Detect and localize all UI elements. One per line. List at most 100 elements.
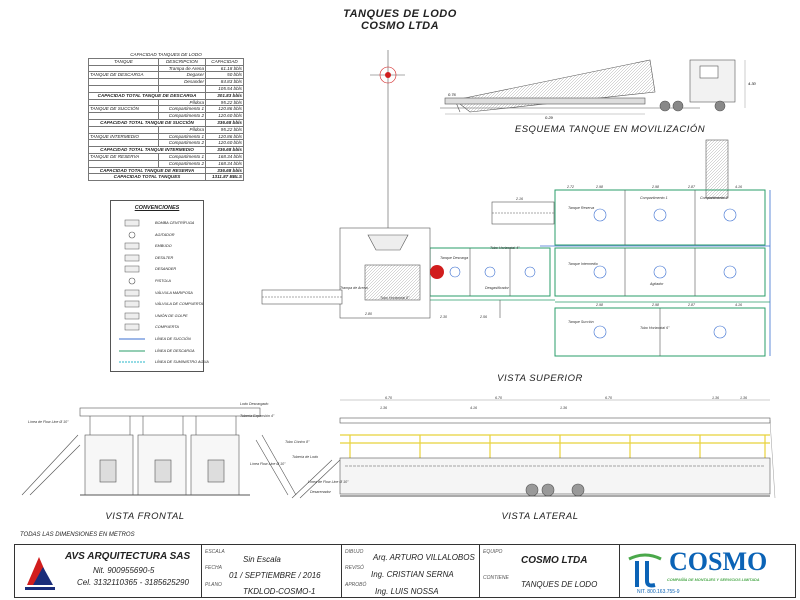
top-view bbox=[261, 139, 771, 357]
dimension-label: 2.98 bbox=[596, 303, 603, 307]
side-tank-body bbox=[339, 457, 771, 495]
dimension-label: 2.98 bbox=[652, 303, 659, 307]
label-date: FECHA bbox=[205, 565, 222, 571]
capacity-table: CAPACIDAD TANQUES DE LODO TANQUE DESCRIP… bbox=[87, 52, 244, 182]
approved-value: Ing. LUIS NOSSA bbox=[375, 587, 439, 596]
convention-item: AGITADOR bbox=[111, 231, 203, 241]
dimension-label: 2.56 bbox=[480, 315, 487, 319]
callout-label: Agitador bbox=[650, 282, 664, 286]
discharge-line bbox=[420, 299, 770, 303]
dim-transport-length: 0.29 bbox=[545, 115, 554, 120]
avs-logo-icon bbox=[25, 557, 55, 590]
convention-label: DESANDER bbox=[155, 267, 177, 272]
rotary-table-icon bbox=[385, 72, 391, 78]
company-name: AVS ARQUITECTURA SAS bbox=[65, 551, 191, 562]
dimension-label: 2.80 bbox=[365, 312, 372, 316]
cosmo-brand: COSMO bbox=[669, 547, 768, 576]
dimension-label: 2.87 bbox=[688, 185, 695, 189]
contains-value: TANQUES DE LODO bbox=[521, 580, 598, 589]
capacity-table-title: CAPACIDAD TANQUES DE LODO bbox=[130, 52, 202, 57]
label-plan: PLANO bbox=[205, 582, 222, 588]
convention-label: PISTOLA bbox=[155, 279, 171, 283]
dimension-label: 1.36 bbox=[560, 406, 567, 410]
convention-item: EMBUDO bbox=[111, 242, 203, 252]
convention-funnel-icon bbox=[124, 242, 140, 250]
reviewed-value: Ing. CRISTIAN SERNA bbox=[371, 570, 454, 579]
convention-item: BOMBA CENTRÍFUGA bbox=[111, 219, 203, 229]
callout-label: Línea de Flow Line Ø 10" bbox=[28, 420, 69, 424]
drew-value: Arq. ARTURO VILLALOBOS bbox=[373, 553, 475, 562]
convention-item: PISTOLA bbox=[111, 277, 203, 287]
center-mast bbox=[370, 50, 405, 230]
transport-scheme bbox=[440, 59, 746, 115]
dimension-label: 2.98 bbox=[652, 185, 659, 189]
convention-item: LÍNEA DE DESCARGA bbox=[111, 347, 203, 357]
callout-label: Tubo Horizontal 6" bbox=[640, 326, 670, 330]
callout-label: Desgasificador bbox=[485, 286, 509, 290]
side-wheel bbox=[525, 483, 539, 497]
front-view bbox=[21, 407, 297, 496]
dimension-label: 2.98 bbox=[596, 185, 603, 189]
tank-intermediate bbox=[554, 247, 766, 297]
convention-discharge-icon bbox=[119, 350, 145, 352]
callout-label: Tanque Succión bbox=[568, 320, 594, 324]
convention-item: UNIÓN DE GOLPE bbox=[111, 312, 203, 322]
convention-label: LÍNEA DE DESCARGA bbox=[155, 348, 195, 353]
dimension-label: 4.16 bbox=[735, 185, 742, 189]
cosmo-brand-sub: COMPAÑÍA DE MONTAJES Y SERVICIOS LIMITAD… bbox=[667, 578, 760, 582]
dimension-label: 6.70 bbox=[605, 396, 612, 400]
label-drew: DIBUJO bbox=[345, 549, 364, 555]
dimension-label: 2.72 bbox=[567, 185, 574, 189]
callout-label: Tubo Cónico 8" bbox=[285, 440, 310, 444]
callout-label: Compartimento 2 bbox=[700, 196, 728, 200]
convention-label: VÁLVULA MARIPOSA bbox=[155, 290, 193, 295]
convention-item: COMPUERTA bbox=[111, 323, 203, 333]
callout-label: Desarenador bbox=[310, 490, 331, 494]
label-scale: ESCALA bbox=[205, 549, 225, 555]
dimension-label: 6.70 bbox=[495, 396, 502, 400]
capacity-cell-cap: 1311.87 BBLS bbox=[205, 173, 244, 182]
callout-label: Lodo Descargado bbox=[240, 402, 269, 406]
date-value: 01 / SEPTIEMBRE / 2016 bbox=[229, 571, 321, 580]
dimension-label: 2.16 bbox=[516, 197, 523, 201]
convention-item: DESILTER bbox=[111, 254, 203, 264]
convention-item: DESANDER bbox=[111, 265, 203, 275]
convention-label: VÁLVULA DE COMPUERTA bbox=[155, 302, 204, 307]
convention-agit-icon bbox=[128, 231, 136, 238]
dimension-label: 1.36 bbox=[380, 406, 387, 410]
side-stairs bbox=[299, 459, 341, 499]
label-contains: CONTIENE bbox=[483, 575, 509, 581]
caption-top-view: VISTA SUPERIOR bbox=[497, 373, 583, 384]
callout-label: Línea Flow Line Ø 10" bbox=[250, 462, 286, 466]
dimension-label: 2.30 bbox=[440, 315, 447, 319]
dim-transport-offset: 0.76 bbox=[448, 92, 457, 97]
team-value: COSMO LTDA bbox=[521, 555, 588, 566]
convention-gun-icon bbox=[128, 277, 136, 285]
convention-item: VÁLVULA DE COMPUERTA bbox=[111, 300, 203, 310]
convention-desilter-icon bbox=[124, 254, 140, 262]
convention-item: VÁLVULA MARIPOSA bbox=[111, 289, 203, 299]
convention-label: EMBUDO bbox=[155, 244, 172, 249]
convention-label: UNIÓN DE GOLPE bbox=[155, 313, 188, 318]
convention-water-icon bbox=[119, 361, 145, 363]
convention-union-icon bbox=[124, 312, 140, 320]
page-title: TANQUES DE LODO bbox=[343, 8, 457, 20]
callout-label: Tubo Horizontal 8" bbox=[380, 296, 410, 300]
truck-wheel bbox=[659, 100, 671, 112]
callout-label: Trampa de Arena bbox=[340, 286, 368, 290]
caption-transport: ESQUEMA TANQUE EN MOVILIZACIÓN bbox=[514, 124, 706, 135]
label-approved: APROBÓ bbox=[345, 582, 367, 588]
handrail bbox=[340, 434, 770, 460]
callout-label: Tubería Expansión 4" bbox=[240, 414, 275, 418]
callout-label: Tanque Intermedio bbox=[568, 262, 598, 266]
convention-hatch-icon bbox=[124, 324, 140, 331]
callout-label: Tubería de Lodo bbox=[292, 455, 319, 459]
cosmo-nit: NIT. 800.163.755-9 bbox=[637, 589, 680, 595]
front-stairs bbox=[21, 434, 79, 496]
mud-gun-marker bbox=[430, 265, 444, 279]
capacity-cell-tank: CAPACIDAD TOTAL TANQUES bbox=[87, 173, 207, 182]
